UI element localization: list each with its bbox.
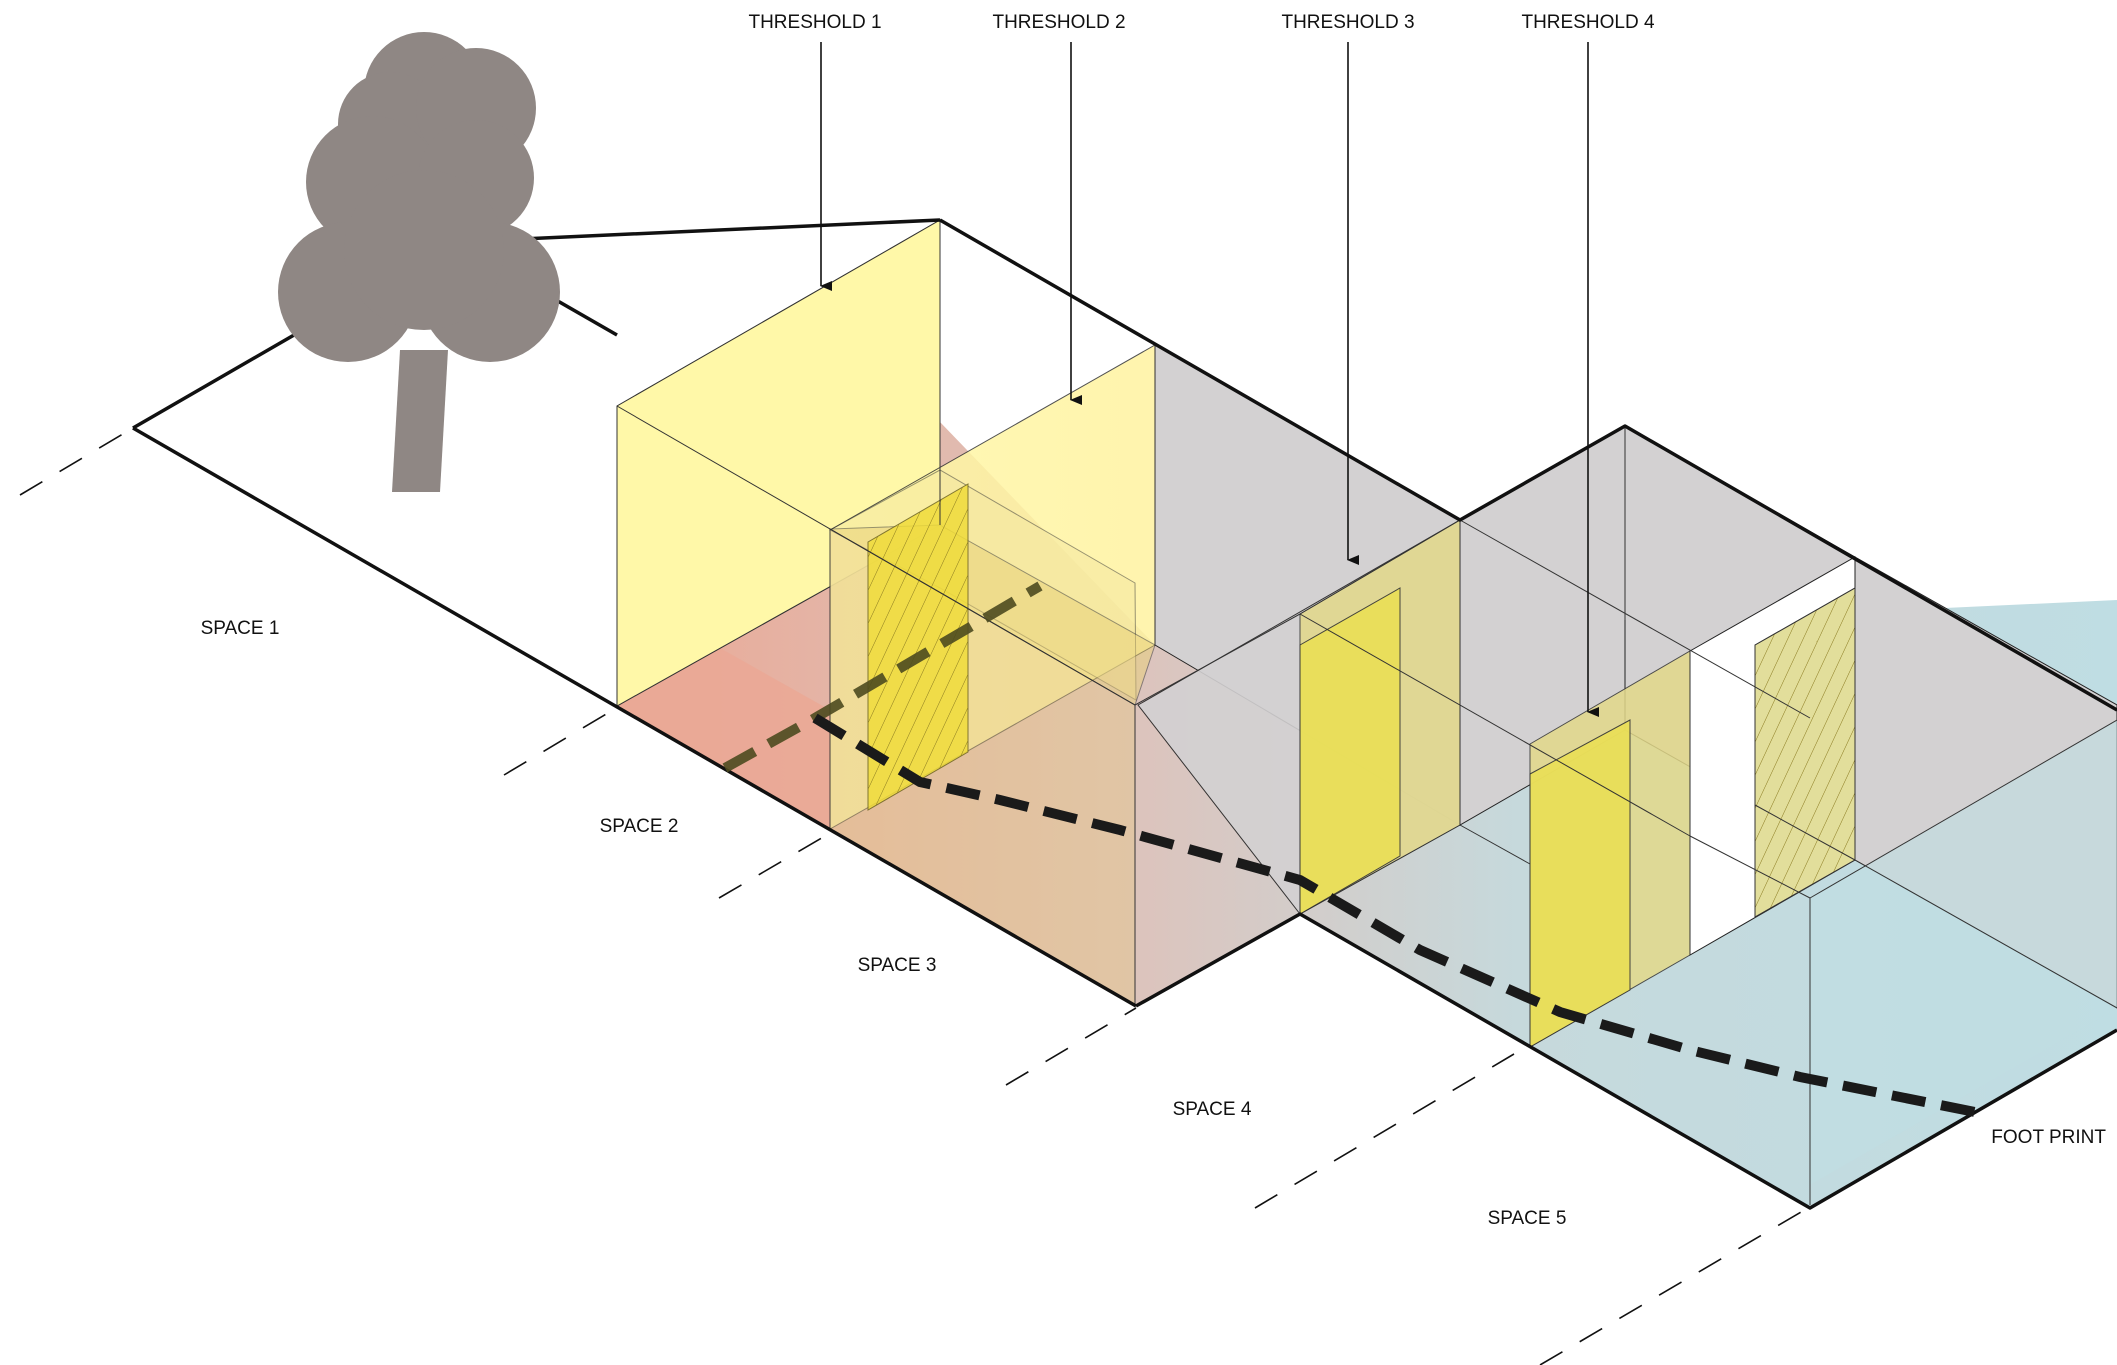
threshold-4-frame — [1529, 587, 1856, 1048]
space-4-label: SPACE 4 — [1173, 1099, 1252, 1120]
wall-grey-7 — [1810, 720, 2117, 1185]
threshold-3-label: THRESHOLD 3 — [1281, 12, 1414, 33]
divider-3 — [718, 831, 833, 899]
divider-2 — [503, 706, 619, 776]
threshold-3-frame — [1299, 519, 1461, 915]
threshold-4-door — [1529, 719, 1631, 1048]
divider-1 — [19, 427, 134, 496]
space-labels: SPACE 1 SPACE 2 SPACE 3 SPACE 4 SPACE 5 — [201, 618, 1567, 1229]
threshold-3-door — [1299, 587, 1401, 915]
threshold-1-label: THRESHOLD 1 — [748, 12, 881, 33]
footprint-label: FOOT PRINT — [1991, 1127, 2106, 1148]
space-dividers — [19, 427, 1809, 1365]
space-5-label: SPACE 5 — [1488, 1208, 1567, 1229]
divider-5 — [1254, 1053, 1515, 1209]
threshold-2-label: THRESHOLD 2 — [992, 12, 1125, 33]
divider-4 — [1005, 1007, 1137, 1086]
space-1-label: SPACE 1 — [201, 618, 280, 639]
space-2-label: SPACE 2 — [600, 816, 679, 837]
divider-6 — [1539, 1207, 1809, 1365]
threshold-4-label: THRESHOLD 4 — [1521, 12, 1654, 33]
path-main — [812, 713, 1976, 1117]
construction-lines — [616, 220, 2117, 1205]
circulation-path — [722, 581, 1976, 1117]
threshold-labels: THRESHOLD 1 THRESHOLD 2 THRESHOLD 3 THRE… — [748, 12, 1654, 33]
threshold-arrows — [820, 42, 1599, 717]
space-3-label: SPACE 3 — [858, 955, 937, 976]
tree-icon — [278, 32, 560, 492]
